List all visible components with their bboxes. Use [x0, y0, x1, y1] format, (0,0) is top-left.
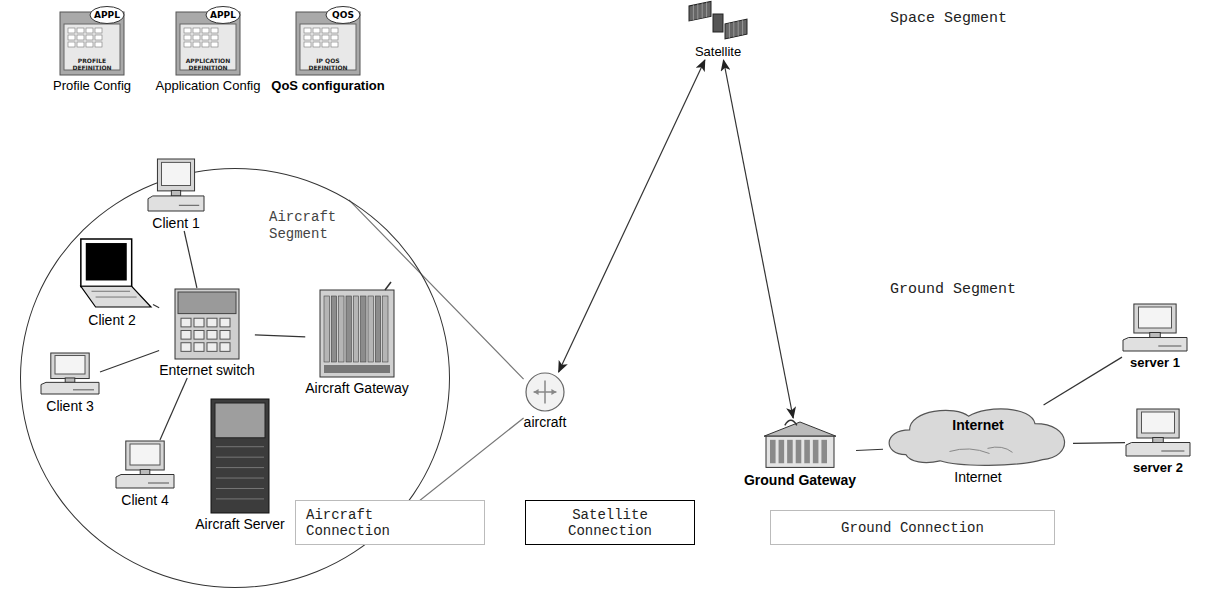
pc-icon: [1122, 303, 1188, 353]
server-node: Aircraft Server: [195, 398, 284, 532]
gw-icon: [319, 282, 395, 378]
pc-drawing: [147, 158, 205, 213]
laptop-drawing: [71, 238, 153, 310]
cfg-icon: APPL PROFILE DEFINITION: [59, 6, 125, 76]
pc-icon: [147, 158, 205, 213]
client-node: Client 2: [71, 238, 153, 328]
server-node: server 1: [1122, 303, 1188, 371]
connection-box: Aircraft Connection: [295, 500, 485, 545]
device-label: Aircraft Gateway: [305, 380, 408, 396]
connector-line: [184, 231, 197, 288]
connection-label: Ground Connection: [841, 520, 984, 536]
router-drawing: [525, 372, 565, 412]
sw-icon: [174, 288, 240, 360]
device-label: Ground Gateway: [744, 472, 856, 488]
connector-line: [856, 449, 883, 450]
sat-drawing: [688, 4, 748, 42]
icon-text: APPLICATION DEFINITION: [181, 57, 235, 71]
application-config-icon: APPL APPLICATION DEFINITION Application Co…: [156, 6, 261, 94]
connector-line: [559, 60, 705, 372]
ggw-drawing: [762, 418, 838, 470]
connection-label: Satellite Connection: [560, 507, 660, 539]
pc-drawing: [1125, 408, 1191, 458]
pc-drawing: [40, 352, 100, 396]
server-drawing: [210, 398, 270, 514]
icon-text: PROFILE DEFINITION: [65, 57, 119, 71]
device-label: Satellite: [695, 44, 741, 60]
connection-label: Aircraft Connection: [306, 507, 406, 539]
segment-label: Aircraft Segment: [269, 209, 351, 243]
device-label: Aircraft Server: [195, 516, 284, 532]
cfg-icon: APPL APPLICATION DEFINITION: [175, 6, 241, 76]
device-label: QoS configuration: [271, 78, 384, 94]
device-label: Enternet switch: [159, 362, 255, 378]
profile-config-icon: APPL PROFILE DEFINITION Profile Config: [53, 6, 131, 94]
switch-node: Enternet switch: [159, 288, 255, 378]
device-label: server 1: [1130, 355, 1180, 371]
client-node: Client 4: [115, 440, 175, 508]
connector-line: [160, 378, 187, 440]
device-label: Client 1: [152, 215, 199, 231]
client-node: Client 3: [40, 352, 100, 414]
device-label: Client 2: [88, 312, 135, 328]
icon-text: APPL: [206, 8, 240, 22]
device-label: Profile Config: [53, 78, 131, 94]
connector-line: [100, 350, 159, 372]
internet-cloud: InternetInternet: [883, 405, 1073, 485]
qos-config-icon: QOS IP QOS DEFINITION QoS configuration: [271, 6, 384, 94]
sat-icon: [688, 4, 748, 42]
icon-text: APPL: [90, 8, 124, 22]
satellite-node: Satellite: [688, 4, 748, 60]
connection-box: Ground Connection: [770, 510, 1055, 545]
server-icon: [210, 398, 270, 514]
cloud-drawing: [883, 405, 1073, 467]
connector-line: [723, 60, 793, 418]
server-node: server 2: [1125, 408, 1191, 476]
device-label: Application Config: [156, 78, 261, 94]
device-label: Internet: [954, 469, 1001, 485]
segment-label: Space Segment: [890, 10, 1007, 28]
connector-line: [1044, 357, 1122, 405]
cloud-icon: Internet: [883, 405, 1073, 467]
laptop-icon: [71, 238, 153, 310]
gateway-node: Aircraft Gateway: [305, 282, 408, 396]
device-label: Client 4: [121, 492, 168, 508]
connection-box: Satellite Connection: [525, 500, 695, 545]
connector-line: [255, 335, 305, 337]
pc-icon: [1125, 408, 1191, 458]
icon-text: QOS: [326, 8, 360, 22]
device-label: Client 3: [46, 398, 93, 414]
icon-text: IP QOS DEFINITION: [301, 57, 355, 71]
connector-line: [1073, 442, 1125, 444]
pc-icon: [115, 440, 175, 490]
device-label: aircraft: [524, 414, 567, 430]
pc-drawing: [115, 440, 175, 490]
sw-drawing: [174, 288, 240, 360]
cfg-icon: QOS IP QOS DEFINITION: [295, 6, 361, 76]
pc-drawing: [1122, 303, 1188, 353]
connector-line: [153, 305, 159, 308]
icon-text: Internet: [883, 417, 1073, 433]
router-icon: [525, 372, 565, 412]
ground-gateway-node: Ground Gateway: [744, 418, 856, 488]
segment-label: Ground Segment: [890, 281, 1016, 299]
client-node: Client 1: [147, 158, 205, 231]
ggw-icon: [762, 418, 838, 470]
gw-drawing: [319, 282, 395, 378]
device-label: server 2: [1133, 460, 1183, 476]
pc-icon: [40, 352, 100, 396]
router-node: aircraft: [524, 372, 567, 430]
